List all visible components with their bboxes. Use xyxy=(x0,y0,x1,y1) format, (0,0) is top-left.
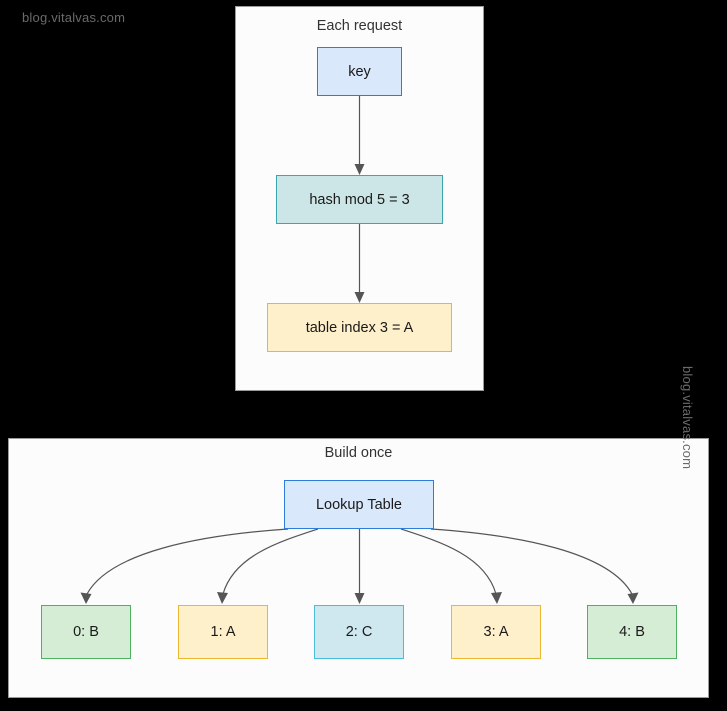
node-table-index-label: table index 3 = A xyxy=(305,319,414,336)
node-slot-0-label: 0: B xyxy=(73,624,99,640)
watermark-right-vertical: blog.vitalvas.com xyxy=(680,366,695,470)
node-slot-4[interactable]: 4: B xyxy=(587,605,677,659)
group-build-once-title: Build once xyxy=(324,445,393,461)
node-slot-3-label: 3: A xyxy=(483,624,509,640)
group-build-once: Build once xyxy=(8,438,709,698)
node-table-index[interactable]: table index 3 = A xyxy=(267,303,452,352)
node-key[interactable]: key xyxy=(317,47,402,96)
node-slot-1-label: 1: A xyxy=(210,624,236,640)
group-each-request-title: Each request xyxy=(316,18,403,34)
node-slot-0[interactable]: 0: B xyxy=(41,605,131,659)
node-slot-2[interactable]: 2: C xyxy=(314,605,404,659)
node-hash-mod-label: hash mod 5 = 3 xyxy=(309,191,410,208)
node-hash-mod[interactable]: hash mod 5 = 3 xyxy=(276,175,443,224)
node-slot-4-label: 4: B xyxy=(619,624,645,640)
node-slot-3[interactable]: 3: A xyxy=(451,605,541,659)
node-slot-2-label: 2: C xyxy=(345,624,373,640)
node-key-label: key xyxy=(348,63,371,80)
node-lookup-table[interactable]: Lookup Table xyxy=(284,480,434,529)
node-slot-1[interactable]: 1: A xyxy=(178,605,268,659)
watermark-top-left: blog.vitalvas.com xyxy=(22,10,126,25)
node-lookup-table-label: Lookup Table xyxy=(315,496,402,513)
